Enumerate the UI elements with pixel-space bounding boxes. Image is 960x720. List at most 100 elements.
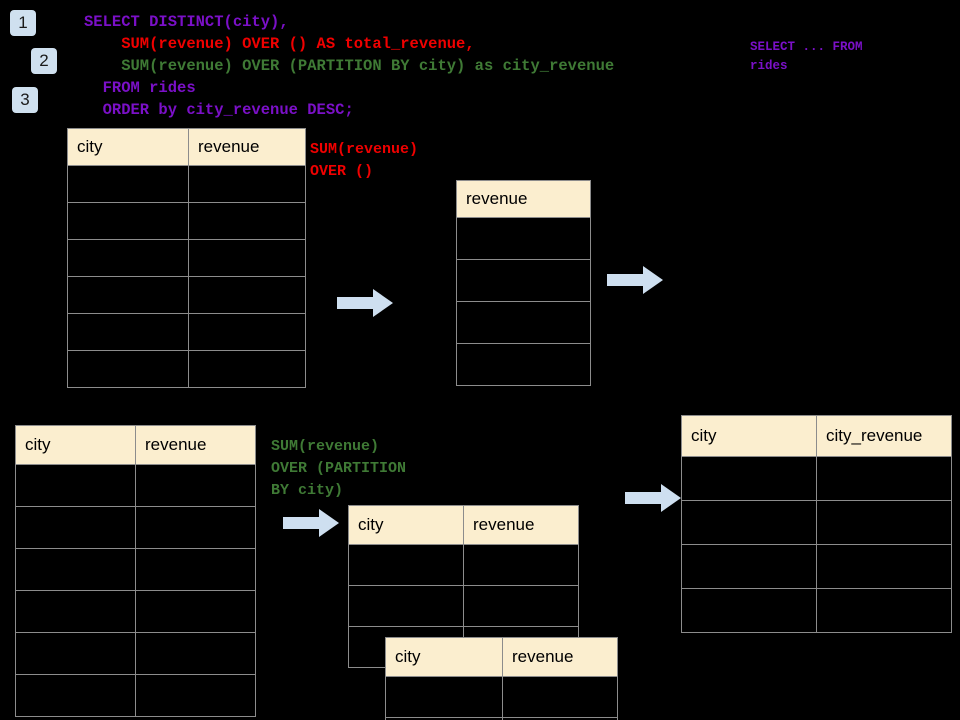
cell-city — [15, 590, 136, 633]
table-partition-b: city revenue — [385, 637, 618, 720]
table-rides-top: city revenue — [67, 128, 306, 388]
step-badge-3: 3 — [12, 87, 38, 113]
cell-revenue — [135, 506, 256, 549]
cell-city — [15, 506, 136, 549]
table-header-row: city city_revenue — [681, 415, 952, 457]
table-row — [348, 585, 579, 627]
cell-revenue — [463, 585, 579, 627]
cell-revenue — [135, 590, 256, 633]
cell-city-revenue — [816, 588, 952, 633]
table-header-row: city revenue — [15, 425, 256, 465]
cell-city — [348, 544, 464, 586]
table-row — [67, 350, 306, 388]
cell-revenue — [456, 343, 591, 386]
column-header-city: city — [681, 415, 817, 457]
column-header-revenue: revenue — [456, 180, 591, 218]
table-header-row: city revenue — [348, 505, 579, 545]
step-badge-1: 1 — [10, 10, 36, 36]
cell-revenue — [188, 239, 306, 277]
table-row — [67, 202, 306, 240]
cell-revenue — [463, 544, 579, 586]
column-header-revenue: revenue — [502, 637, 618, 677]
table-row — [385, 717, 618, 720]
table-header-row: revenue — [456, 180, 591, 218]
table-row — [456, 217, 591, 260]
arrow-right-icon — [625, 483, 681, 513]
table-row — [15, 548, 256, 591]
cell-city — [67, 165, 189, 203]
arrow-right-icon — [283, 508, 339, 538]
cell-city — [67, 313, 189, 351]
table-row — [15, 506, 256, 549]
column-header-city: city — [15, 425, 136, 465]
cell-city — [67, 350, 189, 388]
cell-city — [67, 202, 189, 240]
cell-revenue — [456, 259, 591, 302]
table-header-row: city revenue — [385, 637, 618, 677]
table-total-revenue: revenue — [456, 180, 591, 386]
cell-revenue — [456, 301, 591, 344]
cell-revenue — [188, 276, 306, 314]
cell-revenue — [188, 202, 306, 240]
table-row — [456, 343, 591, 386]
cell-city — [385, 676, 503, 718]
cell-city — [348, 585, 464, 627]
table-row — [67, 276, 306, 314]
cell-revenue — [188, 350, 306, 388]
table-row — [385, 676, 618, 718]
cell-city-revenue — [816, 456, 952, 501]
table-rides-bottom: city revenue — [15, 425, 256, 717]
sql-line-city-revenue: SUM(revenue) OVER (PARTITION BY city) as… — [84, 57, 615, 75]
column-header-city: city — [385, 637, 503, 677]
cell-revenue — [135, 674, 256, 717]
arrow-right-icon — [607, 265, 663, 295]
cell-city — [67, 276, 189, 314]
table-row — [15, 674, 256, 717]
column-header-city: city — [67, 128, 189, 166]
table-row — [15, 590, 256, 633]
cell-city — [15, 548, 136, 591]
column-header-revenue: revenue — [188, 128, 306, 166]
cell-city — [15, 674, 136, 717]
table-row — [15, 464, 256, 507]
arrow-right-icon — [337, 288, 393, 318]
table-row — [681, 544, 952, 589]
cell-revenue — [502, 676, 618, 718]
column-header-revenue: revenue — [135, 425, 256, 465]
annotation-sum-over-partition: SUM(revenue) OVER (PARTITION BY city) — [271, 438, 407, 499]
sql-line-from: FROM rides — [84, 79, 196, 97]
sql-line-total-revenue: SUM(revenue) OVER () AS total_revenue, — [84, 35, 475, 53]
column-header-city: city — [348, 505, 464, 545]
cell-revenue — [502, 717, 618, 720]
sql-line-order-by: ORDER by city_revenue DESC; — [84, 101, 354, 119]
cell-city-revenue — [816, 500, 952, 545]
cell-city — [681, 544, 817, 589]
cell-revenue — [188, 165, 306, 203]
annotation-sum-over-empty: SUM(revenue) OVER () — [310, 141, 419, 180]
table-row — [681, 456, 952, 501]
cell-revenue — [135, 548, 256, 591]
cell-revenue — [188, 313, 306, 351]
table-row — [456, 301, 591, 344]
step-badge-2: 2 — [31, 48, 57, 74]
table-row — [681, 588, 952, 633]
cell-city — [15, 632, 136, 675]
cell-city — [681, 456, 817, 501]
table-row — [67, 239, 306, 277]
annotation-select-from: SELECT ... FROM rides — [750, 40, 863, 73]
column-header-city-revenue: city_revenue — [816, 415, 952, 457]
cell-city — [15, 464, 136, 507]
table-row — [67, 165, 306, 203]
cell-revenue — [456, 217, 591, 260]
cell-city-revenue — [816, 544, 952, 589]
cell-revenue — [135, 632, 256, 675]
table-header-row: city revenue — [67, 128, 306, 166]
table-result: city city_revenue — [681, 415, 952, 633]
table-row — [456, 259, 591, 302]
cell-city — [67, 239, 189, 277]
table-row — [67, 313, 306, 351]
table-row — [348, 544, 579, 586]
sql-line-select: SELECT DISTINCT(city), — [84, 13, 289, 31]
cell-revenue — [135, 464, 256, 507]
